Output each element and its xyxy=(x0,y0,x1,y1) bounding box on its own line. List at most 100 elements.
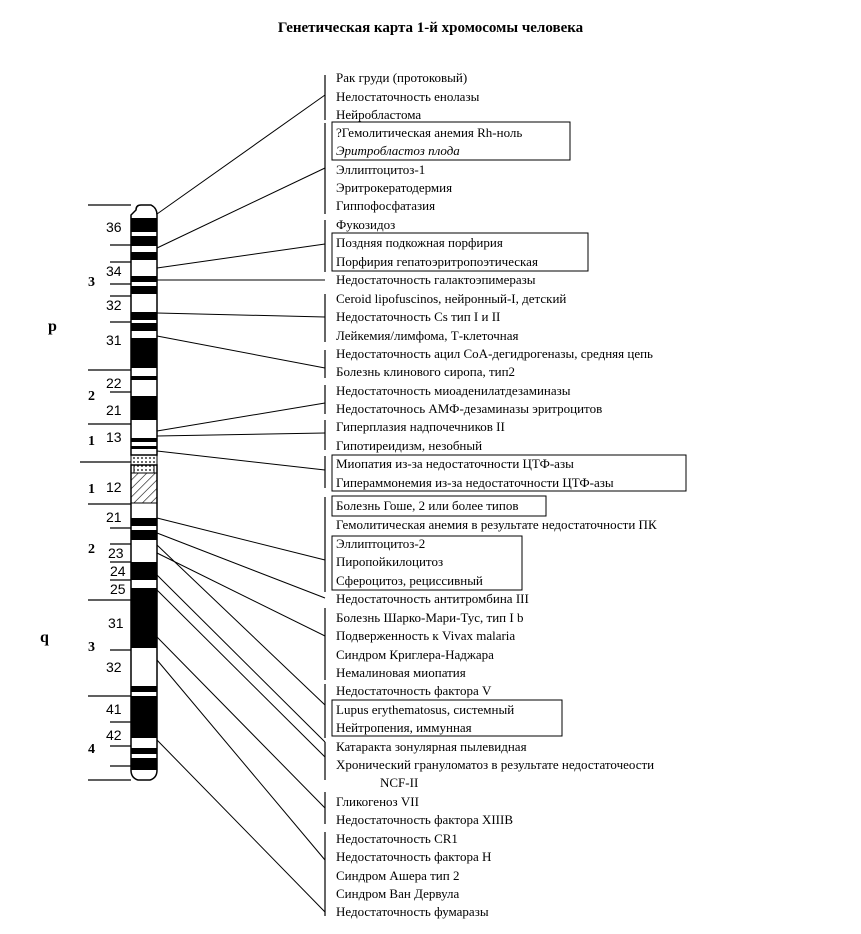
band-dark xyxy=(131,218,157,232)
band-label: 24 xyxy=(110,563,126,579)
disease-label: Фукозидоз xyxy=(336,217,395,232)
disease-label: Недостаточность миоаденилатдезаминазы xyxy=(336,383,571,398)
band-dark xyxy=(131,438,157,442)
band-dark xyxy=(131,252,157,260)
band-dark xyxy=(131,518,157,526)
region-label: 4 xyxy=(88,742,95,757)
centromere xyxy=(130,454,158,466)
disease-label: Нейробластома xyxy=(336,107,421,122)
disease-label: Сфероцитоз, рециссивный xyxy=(336,573,483,588)
disease-label: Гиперплазия надпочечников II xyxy=(336,419,505,434)
disease-label: Недостаточность фактора V xyxy=(336,683,492,698)
band-dark xyxy=(131,530,157,540)
disease-label: Болезнь Шарко-Мари-Тус, тип I b xyxy=(336,610,523,625)
band-dark xyxy=(131,276,157,282)
disease-label: Недостаточность CR1 xyxy=(336,831,458,846)
band-dark xyxy=(131,588,157,648)
region-labels: 3 2 1 1 2 3 4 p q xyxy=(40,275,95,757)
disease-label: Хронический грануломатоз в результате не… xyxy=(336,757,654,772)
band-dark xyxy=(131,396,157,420)
band-label: 13 xyxy=(106,429,122,445)
band-label: 36 xyxy=(106,219,122,235)
band-dark xyxy=(131,376,157,380)
disease-label: Эллиптоцитоз-1 xyxy=(336,162,425,177)
disease-label: Рак груди (протоковый) xyxy=(336,70,467,85)
disease-label: Гипераммонемия из-за недостаточности ЦТФ… xyxy=(336,475,614,490)
disease-label: Недостаточность Cs тип I и II xyxy=(336,309,500,324)
disease-label: Лейкемия/лимфома, Т-клеточная xyxy=(336,328,519,343)
band-dark xyxy=(131,686,157,692)
band-dark xyxy=(131,312,157,320)
band-label: 31 xyxy=(108,615,124,631)
disease-label: Гемолитическая анемия в результате недос… xyxy=(336,517,657,532)
band-label: 12 xyxy=(106,479,122,495)
centromere xyxy=(133,464,155,474)
arm-label-p: p xyxy=(48,318,57,335)
disease-label: Болезнь Гоше, 2 или более типов xyxy=(336,498,519,513)
disease-label: Недостаточность фактора H xyxy=(336,849,491,864)
page-title: Генетическая карта 1-й хромосомы человек… xyxy=(277,20,584,36)
disease-label: Недостаточность фумаразы xyxy=(336,904,489,919)
band-label: 32 xyxy=(106,659,122,675)
disease-label: Порфирия гепатоэритропоэтическая xyxy=(336,254,538,269)
disease-label: Недостаточность фактора XIIIB xyxy=(336,812,513,827)
band-labels: 36 34 32 31 22 21 13 12 21 23 24 25 31 3… xyxy=(106,219,126,743)
region-label: 2 xyxy=(88,542,95,557)
band-label: 31 xyxy=(106,332,122,348)
disease-label: Недостаточность галактоэпимеразы xyxy=(336,272,536,287)
disease-label: ?Гемолитическая анемия Rh-ноль xyxy=(336,125,522,140)
disease-label: Болезнь клинового сиропа, тип2 xyxy=(336,364,515,379)
disease-label: Недостаточнось АМФ-дезаминазы эритроцито… xyxy=(336,401,602,416)
region-label: 3 xyxy=(88,640,95,655)
region-label: 1 xyxy=(88,434,95,449)
disease-label: Миопатия из-за недостаточности ЦТФ-азы xyxy=(336,456,574,471)
disease-label: Синдром Ван Дервула xyxy=(336,886,459,901)
band-label: 23 xyxy=(108,545,124,561)
disease-label: Недостаточность антитромбина III xyxy=(336,591,529,606)
band-label: 41 xyxy=(106,701,122,717)
disease-labels: Рак груди (протоковый) Нелостаточность е… xyxy=(336,70,657,919)
disease-label: Эритробластоз плода xyxy=(336,143,460,158)
disease-label: Синдром Криглера-Наджара xyxy=(336,647,494,662)
band-label: 32 xyxy=(106,297,122,313)
band-label: 21 xyxy=(106,402,122,418)
disease-label: Lupus erythematosus, системный xyxy=(336,702,514,717)
region-label: 3 xyxy=(88,275,95,290)
arm-label-q: q xyxy=(40,629,49,646)
disease-label: NCF-II xyxy=(380,775,418,790)
band-label: 42 xyxy=(106,727,122,743)
region-label: 1 xyxy=(88,482,95,497)
band-dark xyxy=(131,236,157,246)
group-boxes xyxy=(331,121,687,737)
band-ticks xyxy=(80,204,131,781)
band-dark xyxy=(131,758,157,770)
disease-label: Гипотиреидизм, незобный xyxy=(336,438,482,453)
heterochromatin-band xyxy=(130,472,158,504)
disease-label: Гиппофосфатазия xyxy=(336,198,435,213)
chromosome xyxy=(130,204,158,781)
band-dark xyxy=(131,562,157,580)
band-dark xyxy=(131,748,157,754)
disease-label: Недостаточность ацил CoA-дегидрогеназы, … xyxy=(336,346,653,361)
region-label: 2 xyxy=(88,389,95,404)
disease-label: Синдром Ашера тип 2 xyxy=(336,868,459,883)
band-dark xyxy=(131,338,157,368)
band-label: 25 xyxy=(110,581,126,597)
disease-label: Эллиптоцитоз-2 xyxy=(336,536,425,551)
disease-label: Пиропойкилоцитоз xyxy=(336,554,443,569)
connector-lines xyxy=(156,94,326,913)
disease-label: Гликогеноз VII xyxy=(336,794,419,809)
disease-label: Немалиновая миопатия xyxy=(336,665,466,680)
band-dark xyxy=(131,696,157,738)
disease-label: Поздняя подкожная порфирия xyxy=(336,235,503,250)
band-dark xyxy=(131,323,157,331)
band-dark xyxy=(131,286,157,294)
band-label: 34 xyxy=(106,263,122,279)
disease-label: Ceroid lipofuscinos, нейронный-I, детски… xyxy=(336,291,566,306)
disease-label: Подверженность к Vivax malaria xyxy=(336,628,515,643)
band-dark xyxy=(131,446,157,449)
disease-label: Нелостаточность енолазы xyxy=(336,89,480,104)
disease-label: Эритрокератодермия xyxy=(336,180,452,195)
band-label: 22 xyxy=(106,375,122,391)
